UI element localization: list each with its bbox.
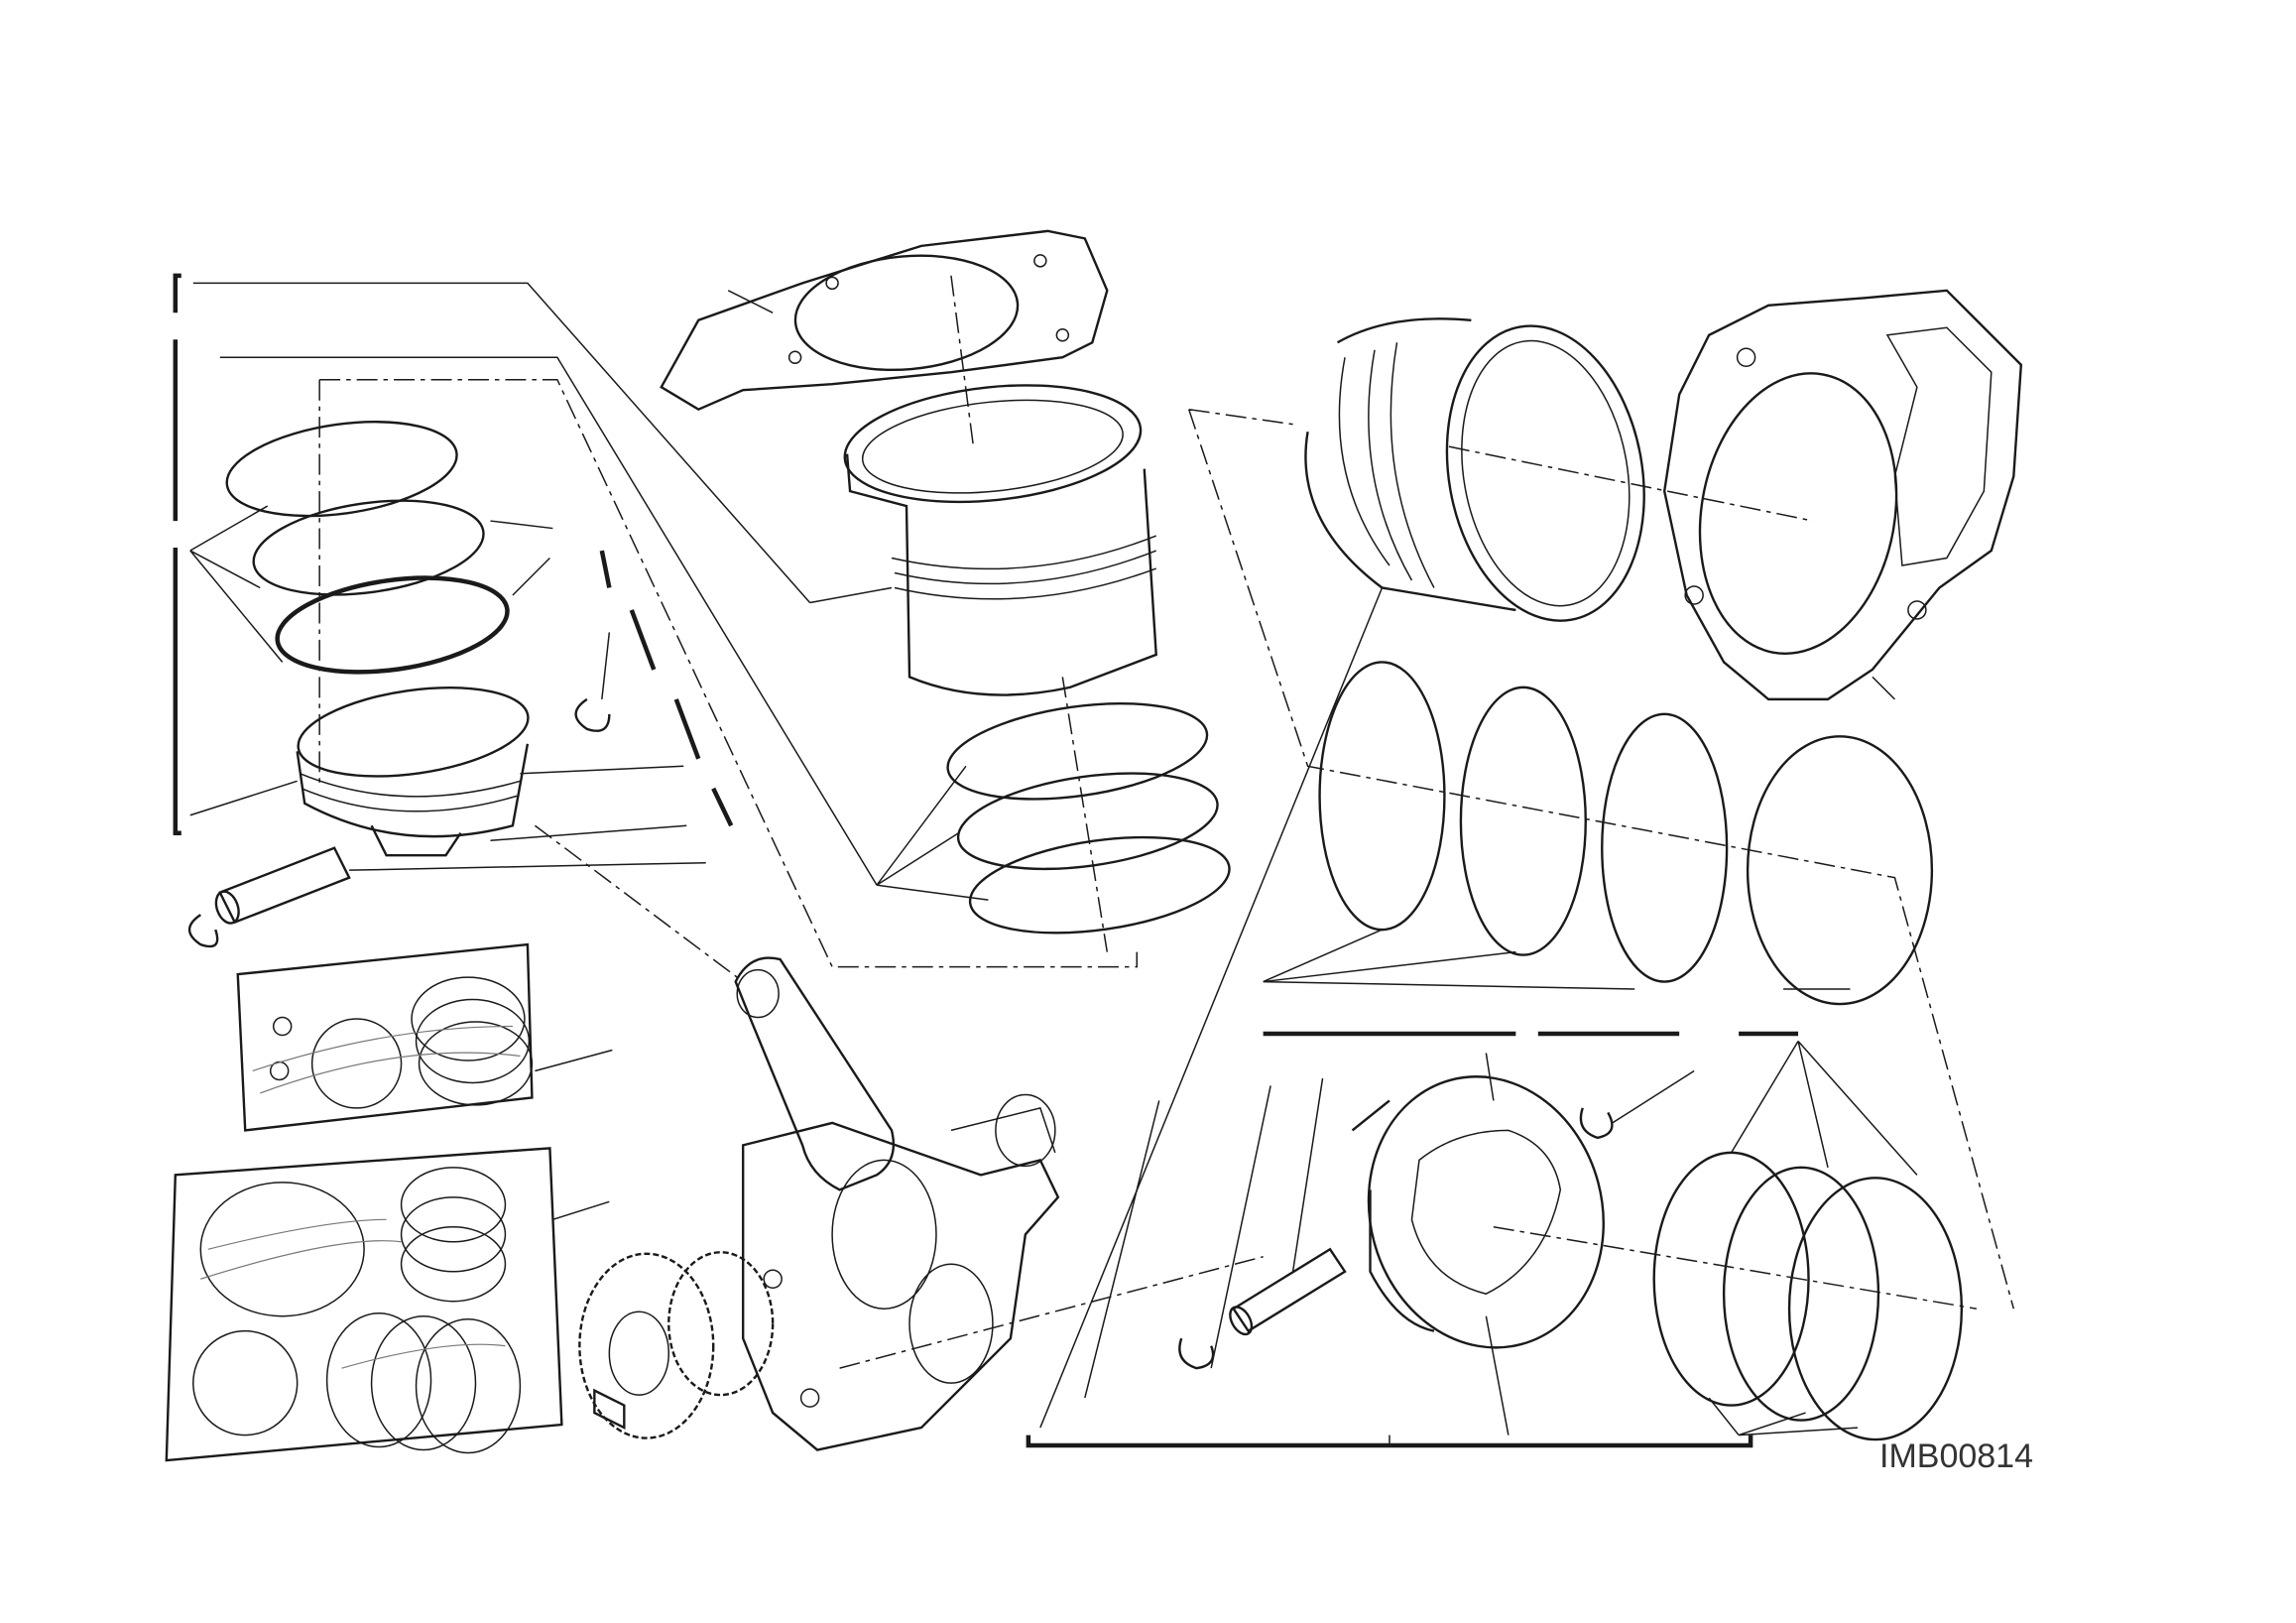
piston-kit-set <box>165 1147 610 1462</box>
connecting-rod <box>534 824 896 1191</box>
cylinder-o-rings <box>876 677 1231 952</box>
left-bracket <box>173 273 878 886</box>
rear-piston-pin <box>1084 1077 1347 1399</box>
piston-ring-kit <box>236 942 613 1132</box>
rear-o-rings <box>1263 661 1934 1037</box>
piston-rings-left <box>189 378 1139 968</box>
circlip-left <box>574 632 611 732</box>
cylinder-liner <box>809 384 1157 696</box>
bottom-bracket <box>1026 1435 1753 1448</box>
drawing-code-text: IMB00814 <box>1879 1437 2033 1475</box>
crankshaft <box>741 1093 1264 1451</box>
rear-piston <box>1351 1053 1605 1436</box>
drawing-code: IMB00814 <box>1879 1436 2033 1476</box>
timing-gear <box>578 1251 775 1439</box>
rear-head-gasket <box>1662 289 2023 701</box>
piston-pin-left <box>187 846 706 948</box>
rear-cylinder <box>1039 317 2015 1429</box>
rear-circlip <box>1579 1069 1695 1140</box>
piston-left <box>189 687 687 857</box>
rear-piston-rings <box>1493 1041 1977 1441</box>
cylinder-head-gasket <box>660 229 1109 447</box>
